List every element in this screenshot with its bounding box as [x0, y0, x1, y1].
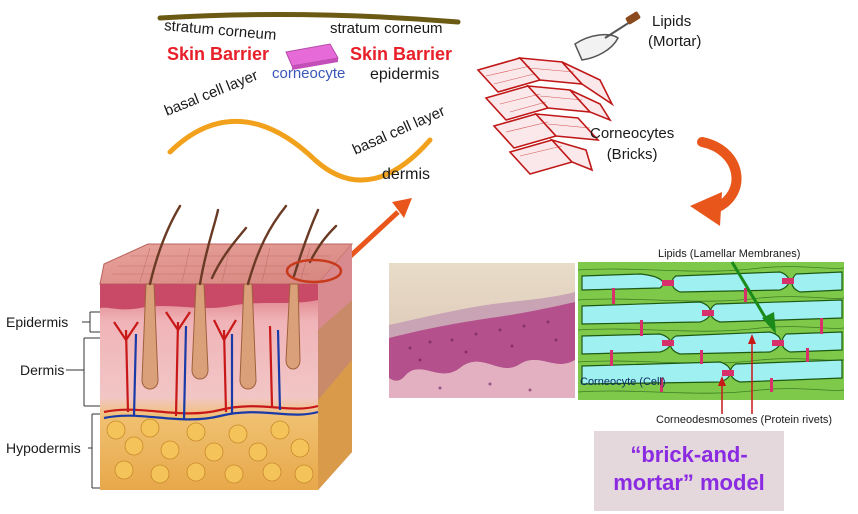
- model-title-line1: “brick-and-: [594, 441, 784, 469]
- corneocyte-cell-label: Corneocyte (Cell): [580, 376, 666, 388]
- corneodesmosomes-label: Corneodesmosomes (Protein rivets): [656, 414, 832, 426]
- model-title-line2: mortar” model: [594, 469, 784, 497]
- brick-and-mortar-model-box: “brick-and- mortar” model: [594, 431, 784, 511]
- lipids-lamellar-label: Lipids (Lamellar Membranes): [658, 248, 800, 260]
